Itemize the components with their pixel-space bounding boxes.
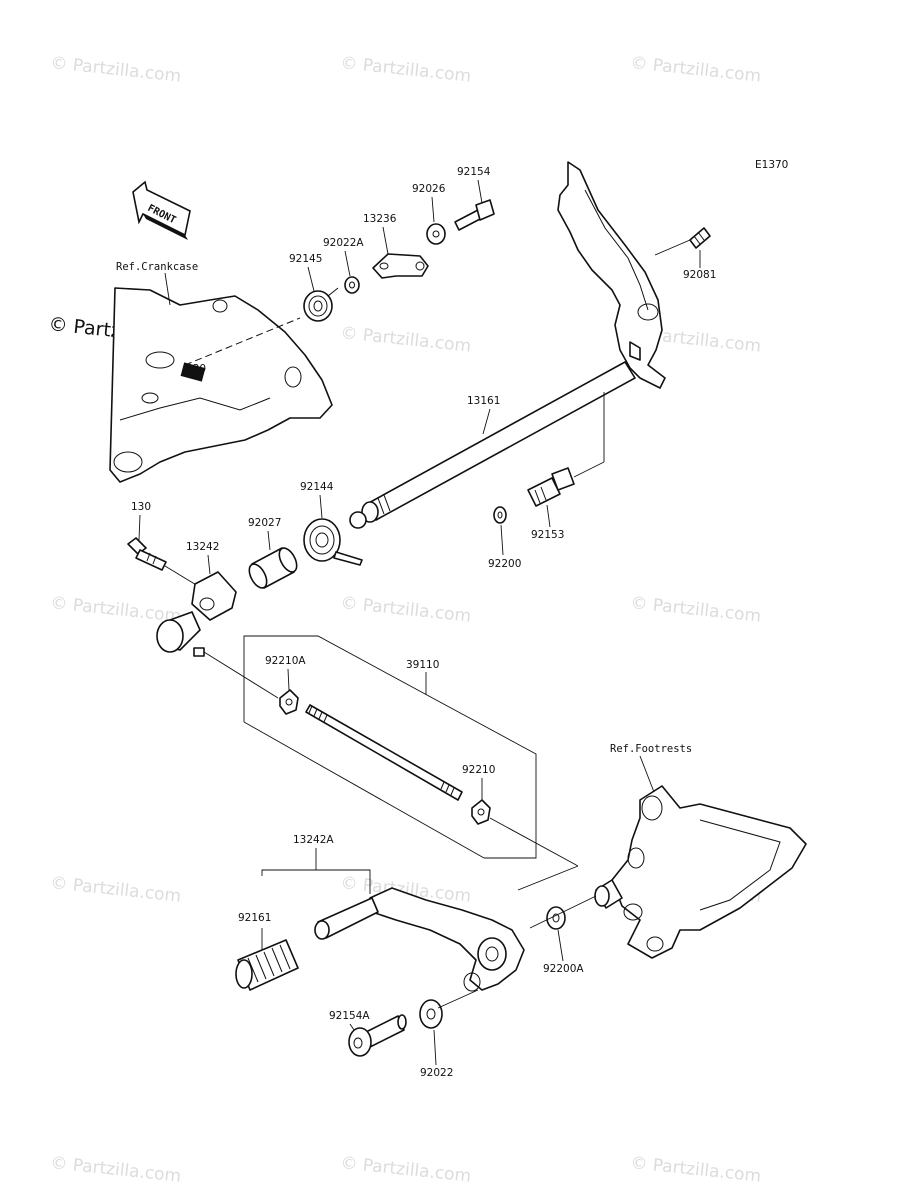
part-label-92153: 92153: [531, 529, 564, 541]
part-label-92022: 92022: [420, 1067, 453, 1079]
pivot-bolt-92154A: [348, 1014, 407, 1057]
part-label-13242: 13242: [186, 541, 219, 553]
part-label-92200A: 92200A: [543, 963, 584, 975]
part-label-92027: 92027: [248, 517, 281, 529]
washer-92022: [419, 999, 443, 1029]
watermark: © Partzilla.com: [339, 323, 472, 357]
washer-92200A: [546, 906, 566, 930]
part-label-92200: 92200: [488, 558, 521, 570]
tie-rod-bracket: [243, 635, 537, 859]
part-label-130-crankcase: 130: [186, 363, 206, 375]
nut-92210: [471, 799, 491, 825]
part-label-92161: 92161: [238, 912, 271, 924]
collar-92027: [248, 547, 298, 589]
part-label-39110: 39110: [406, 659, 439, 671]
nut-92210A: [279, 689, 299, 715]
part-label-92026: 92026: [412, 183, 446, 195]
watermark: © Partzilla.com: [339, 1153, 472, 1187]
part-label-92154A: 92154A: [329, 1010, 370, 1022]
collar-92026: [426, 223, 446, 245]
part-label-13236: 13236: [363, 213, 397, 225]
watermark: © Partzilla.com: [339, 593, 472, 627]
part-label-92145: 92145: [289, 253, 322, 265]
shift-shaft-assembly: [349, 161, 666, 529]
part-label-130: 130: [131, 501, 151, 513]
part-label-13161: 13161: [467, 395, 500, 407]
washer-92200: [493, 506, 507, 524]
watermark: © Partzilla.com: [49, 53, 182, 87]
watermark: © Partzilla.com: [339, 53, 472, 87]
watermark: © Partzilla.com: [629, 593, 762, 627]
diagram-code: E1370: [755, 159, 788, 171]
watermark: © Partzilla.com: [49, 873, 182, 907]
washer-92022A: [344, 276, 360, 294]
watermark: © Partzilla.com: [49, 1153, 182, 1187]
bolt-92154: [454, 199, 495, 231]
part-label-92144: 92144: [300, 481, 334, 493]
tie-rod: [305, 704, 463, 801]
part-label-92081: 92081: [683, 269, 716, 281]
shift-pedal-13242A: [314, 887, 525, 992]
lever-joint-13242: [156, 571, 237, 657]
part-label-92210: 92210: [462, 764, 495, 776]
watermark: © Partzilla.com: [629, 1153, 762, 1187]
front-arrow-icon: FRONT: [132, 180, 191, 240]
bolt-130: [127, 537, 167, 571]
spring-92145: [303, 287, 339, 322]
pedal-rubber-92161: [235, 939, 299, 991]
bolt-92153: [527, 392, 605, 507]
part-label-13242A: 13242A: [293, 834, 334, 846]
watermark: © Partzilla.com: [49, 593, 182, 627]
part-label-92022A: 92022A: [323, 237, 364, 249]
footrest-bracket-drawing: [611, 785, 807, 959]
ref-footrests-label: Ref.Footrests: [610, 743, 692, 755]
spring-pin-92081: [654, 227, 711, 256]
spring-92144: [303, 518, 363, 566]
watermark: © Partzilla.com: [629, 53, 762, 87]
ref-crankcase-label: Ref.Crankcase: [116, 261, 198, 273]
crankcase-drawing: [109, 287, 333, 483]
part-label-92154: 92154: [457, 166, 491, 178]
part-label-92210A: 92210A: [265, 655, 306, 667]
stopper-plate-13236: [372, 253, 429, 279]
